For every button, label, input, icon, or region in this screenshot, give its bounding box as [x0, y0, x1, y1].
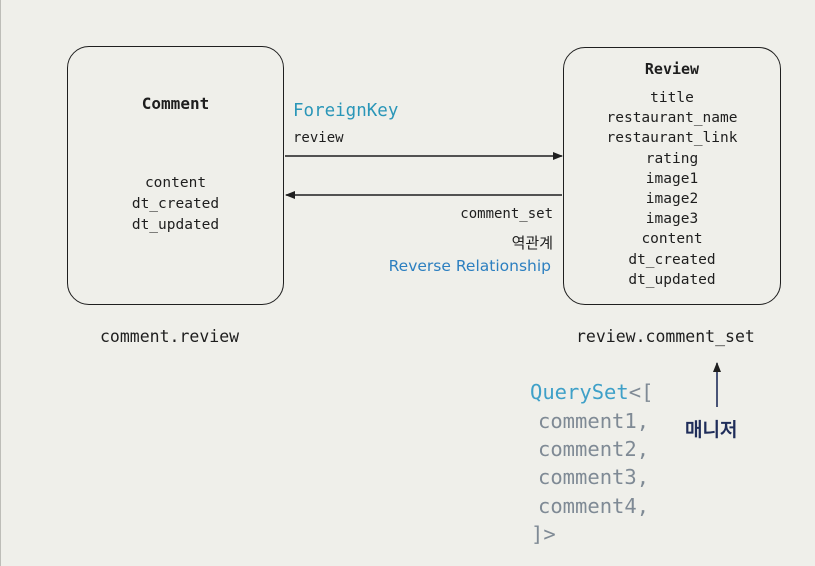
review-model-title: Review: [644, 60, 700, 78]
reverse-relation-label-en: Reverse Relationship: [388, 257, 551, 275]
foreign-key-label: ForeignKey: [293, 101, 399, 121]
comment-field-list: content dt_created dt_updated: [68, 173, 283, 236]
review-field: image1: [645, 170, 699, 187]
reverse-relation-field-name: comment_set: [460, 206, 553, 222]
review-field: dt_created: [628, 251, 716, 268]
review-field: restaurant_name: [606, 110, 738, 127]
queryset-keyword: QuerySet: [530, 380, 629, 404]
review-field-list: title restaurant_name restaurant_link ra…: [564, 88, 780, 290]
review-field: title: [650, 90, 694, 106]
queryset-open-bracket: <[: [628, 380, 654, 404]
review-field: dt_updated: [628, 271, 716, 288]
review-field: image3: [645, 211, 699, 228]
review-access-expression: review.comment_set: [576, 327, 755, 346]
comment-model-box: Comment content dt_created dt_updated: [67, 46, 284, 305]
comment-model-title: Comment: [141, 94, 210, 113]
queryset-close: ]>: [531, 522, 556, 546]
queryset-item: comment3,: [538, 465, 650, 489]
foreign-key-field-name: review: [293, 130, 344, 146]
queryset-item: comment1,: [538, 409, 650, 433]
review-field: image2: [645, 191, 699, 208]
manager-label: 매니저: [685, 419, 738, 441]
queryset-open: QuerySet<[: [530, 380, 653, 404]
review-field: rating: [645, 150, 699, 167]
comment-field: content: [144, 175, 207, 191]
reverse-relation-label-ko: 역관계: [511, 234, 553, 252]
queryset-item: comment2,: [538, 437, 650, 461]
comment-field: dt_created: [131, 196, 220, 212]
comment-field: dt_updated: [131, 217, 220, 233]
queryset-item: comment4,: [538, 494, 650, 518]
review-field: restaurant_link: [606, 130, 738, 147]
review-model-box: Review title restaurant_name restaurant_…: [563, 47, 781, 305]
comment-access-expression: comment.review: [100, 327, 240, 346]
review-field: content: [641, 231, 703, 248]
